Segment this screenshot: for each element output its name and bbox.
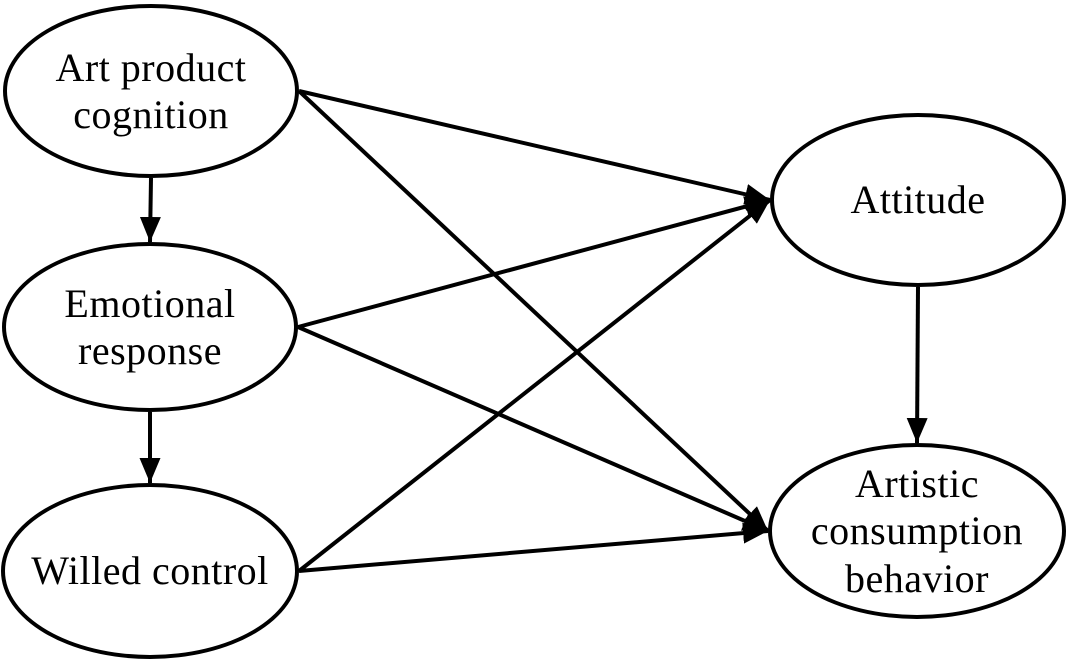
- edge-willed-control-to-attitude: [297, 198, 772, 573]
- node-emotional-response: Emotional response: [2, 242, 298, 412]
- edge-art-product-cognition-to-artistic-consumption-behavior: [297, 89, 770, 533]
- node-art-product-cognition-label: Art product cognition: [55, 44, 247, 137]
- edge-attitude-to-artistic-consumption-behavior: [906, 286, 928, 444]
- edge-emotional-response-to-attitude: [297, 196, 771, 329]
- node-artistic-consumption-behavior-label: Artistic consumption behavior: [810, 461, 1024, 601]
- node-art-product-cognition: Art product cognition: [3, 4, 299, 178]
- node-attitude-label: Attitude: [850, 177, 986, 223]
- node-willed-control-label: Willed control: [31, 548, 269, 594]
- node-artistic-consumption-behavior: Artistic consumption behavior: [768, 443, 1066, 619]
- edge-willed-control-to-artistic-consumption-behavior: [298, 522, 769, 573]
- edge-emotional-response-to-artistic-consumption-behavior: [297, 325, 769, 533]
- node-emotional-response-label: Emotional response: [64, 280, 236, 373]
- edge-art-product-cognition-to-emotional-response: [139, 177, 161, 243]
- node-willed-control: Willed control: [1, 483, 299, 659]
- node-attitude: Attitude: [770, 113, 1066, 287]
- edge-art-product-cognition-to-attitude: [298, 89, 771, 205]
